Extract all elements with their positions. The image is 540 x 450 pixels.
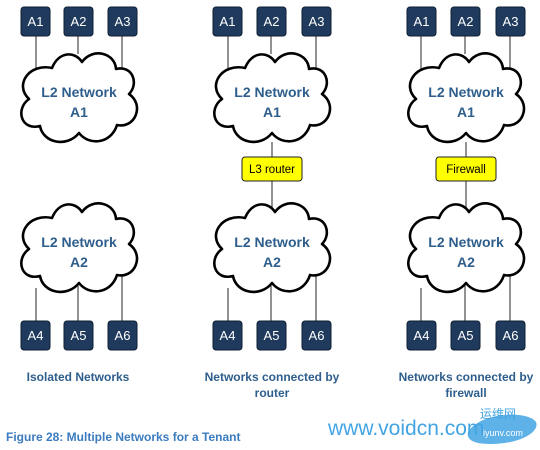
panel-router: A1 A2 A3 L2 Network A1 L3 router L2 Netw… <box>205 6 340 400</box>
node-a2: A2 <box>63 6 94 37</box>
svg-text:A3: A3 <box>503 14 519 29</box>
panel-isolated: A1 A2 A3 L2 Network A1 L2 Network A2 A4 … <box>20 6 139 384</box>
watermark-badge: 运维网 iyunv.com <box>467 407 537 444</box>
node-a1: A1 <box>406 6 437 37</box>
svg-text:A5: A5 <box>71 328 87 343</box>
node-a5: A5 <box>63 320 94 351</box>
svg-text:L2 Network: L2 Network <box>428 84 504 100</box>
node-a1: A1 <box>20 6 51 37</box>
node-a2: A2 <box>256 6 287 37</box>
svg-text:A6: A6 <box>503 328 519 343</box>
cloud-network-a2: L2 Network A2 <box>20 202 139 294</box>
firewall: Firewall <box>435 156 497 182</box>
svg-text:A2: A2 <box>71 14 87 29</box>
svg-text:A1: A1 <box>28 14 44 29</box>
svg-text:L2 Network: L2 Network <box>41 84 117 100</box>
svg-text:A5: A5 <box>264 328 280 343</box>
panel-firewall: A1 A2 A3 L2 Network A1 Firewall L2 Netwo… <box>399 6 534 400</box>
svg-text:A2: A2 <box>264 14 280 29</box>
svg-text:A4: A4 <box>414 328 430 343</box>
node-a4: A4 <box>212 320 243 351</box>
node-a6: A6 <box>107 320 138 351</box>
svg-text:A1: A1 <box>263 104 281 120</box>
svg-text:L2 Network: L2 Network <box>234 234 310 250</box>
svg-text:Firewall: Firewall <box>446 164 486 176</box>
svg-text:A2: A2 <box>458 14 474 29</box>
panel-caption: Isolated Networks <box>27 370 130 384</box>
node-a3: A3 <box>301 6 332 37</box>
node-a1: A1 <box>212 6 243 37</box>
node-a6: A6 <box>495 320 526 351</box>
node-a2: A2 <box>450 6 481 37</box>
svg-text:运维网: 运维网 <box>480 407 516 421</box>
svg-text:A4: A4 <box>28 328 44 343</box>
svg-text:A4: A4 <box>220 328 236 343</box>
cloud-network-a2: L2 Network A2 <box>213 202 332 294</box>
svg-text:A3: A3 <box>115 14 131 29</box>
svg-text:A2: A2 <box>263 254 281 270</box>
svg-text:A1: A1 <box>70 104 88 120</box>
svg-text:A1: A1 <box>220 14 236 29</box>
panel-caption-line2: router <box>255 386 290 400</box>
node-a5: A5 <box>450 320 481 351</box>
svg-text:iyunv.com: iyunv.com <box>483 428 523 438</box>
node-a5: A5 <box>256 320 287 351</box>
svg-text:A3: A3 <box>309 14 325 29</box>
svg-text:A6: A6 <box>115 328 131 343</box>
svg-text:A6: A6 <box>309 328 325 343</box>
panel-caption-line2: firewall <box>445 386 486 400</box>
node-a4: A4 <box>20 320 51 351</box>
svg-text:A1: A1 <box>457 104 475 120</box>
svg-text:L2 Network: L2 Network <box>41 234 117 250</box>
cloud-network-a1: L2 Network A1 <box>213 52 332 144</box>
node-a4: A4 <box>406 320 437 351</box>
node-a6: A6 <box>301 320 332 351</box>
figure-caption: Figure 28: Multiple Networks for a Tenan… <box>6 430 240 444</box>
svg-text:A5: A5 <box>458 328 474 343</box>
panel-caption: Networks connected by <box>399 370 534 384</box>
svg-text:A2: A2 <box>457 254 475 270</box>
node-a3: A3 <box>107 6 138 37</box>
svg-text:A2: A2 <box>70 254 88 270</box>
svg-text:A1: A1 <box>414 14 430 29</box>
svg-text:L3 router: L3 router <box>249 164 295 176</box>
cloud-network-a1: L2 Network A1 <box>20 52 139 144</box>
svg-text:L2 Network: L2 Network <box>428 234 504 250</box>
l3-router: L3 router <box>241 156 303 182</box>
node-a3: A3 <box>495 6 526 37</box>
watermark: www.voidcn.com 运维网 iyunv.com <box>327 407 537 444</box>
panel-caption: Networks connected by <box>205 370 340 384</box>
cloud-network-a1: L2 Network A1 <box>407 52 526 144</box>
cloud-network-a2: L2 Network A2 <box>407 202 526 294</box>
svg-text:L2 Network: L2 Network <box>234 84 310 100</box>
watermark-text: www.voidcn.com <box>327 417 484 440</box>
